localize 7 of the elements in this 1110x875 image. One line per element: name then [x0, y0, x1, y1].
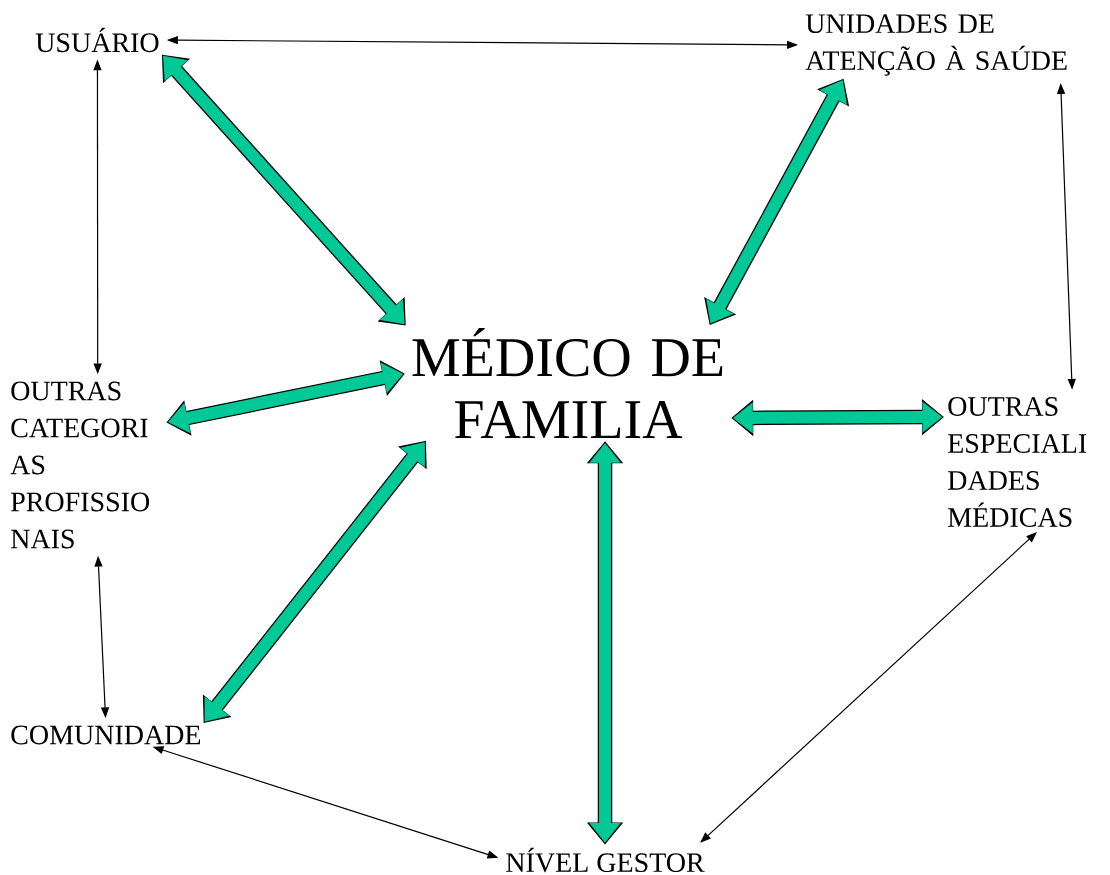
- node-label: OUTRAS CATEGORI AS PROFISSIO NAIS: [10, 381, 150, 549]
- node-label: USUÁRIO: [35, 27, 159, 53]
- node-label: OUTRAS ESPECIALI DADES MÉDICAS: [948, 397, 1087, 527]
- node-label: NÍVEL GESTOR: [506, 847, 705, 873]
- node-label: COMUNIDADE: [11, 725, 201, 745]
- node-label: UNIDADES DE ATENÇÃO À SAÚDE: [805, 14, 1067, 76]
- node-label: MÉDICO DE FAMILIA: [412, 327, 723, 439]
